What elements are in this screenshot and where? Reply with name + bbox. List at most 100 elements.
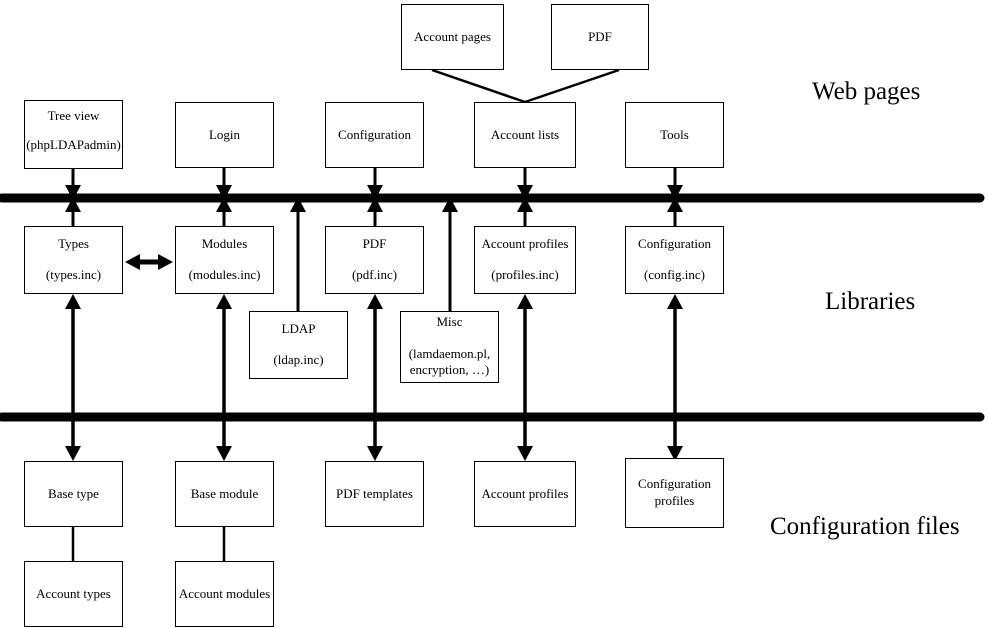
arrowhead-down [216,446,232,461]
node-label-secondary: (pdf.inc) [351,267,398,282]
connector-config-lib-up-to-bar [667,197,683,226]
arrowhead-up [65,294,81,309]
node-base-module: Base module [175,461,274,527]
node-profiles-lib: Account profiles (profiles.inc) [474,226,576,294]
arrowhead-down [517,185,533,200]
node-pdf-page: PDF [551,4,649,70]
connector-types-up-to-bar [65,197,81,226]
connector-configuration-page-down-to-bar [367,168,383,200]
arrowhead-up [667,197,683,212]
node-label-primary: PDF templates [336,485,413,501]
band-label-libraries: Libraries [825,288,916,315]
connector-account-profiles-to-profiles-lib [517,294,533,461]
node-account-modules: Account modules [175,561,274,627]
node-label-secondary: (types.inc) [45,267,102,282]
node-label-secondary: (modules.inc) [188,267,261,282]
connector-account-lists-down-to-bar [517,168,533,200]
arrowhead-up [517,294,533,309]
node-label-primary: Misc [436,314,463,330]
node-label-primary: PDF [362,236,387,252]
node-configuration-page: Configuration [325,102,424,168]
arrowhead-up [442,197,458,212]
node-label-primary: Configuration [638,476,711,492]
arrowhead-up [65,197,81,212]
arrowhead-down [367,185,383,200]
connector-pdf-templates-to-pdf-lib [367,294,383,461]
arrowhead-down [65,446,81,461]
node-tools: Tools [625,102,724,168]
connector-tree-view-down-to-bar [65,169,81,200]
node-types-lib: Types (types.inc) [24,226,123,294]
node-account-profiles-file: Account profiles [474,461,576,527]
node-account-types: Account types [24,561,123,627]
connector-base-type-to-types [65,294,81,461]
node-pdf-templates: PDF templates [325,461,424,527]
node-label-primary: PDF [588,28,612,44]
node-tree-view: Tree view (phpLDAPadmin) [24,100,123,169]
arrowhead-down [667,185,683,200]
node-label-primary: Account lists [490,126,560,142]
connector-line [524,68,620,104]
arrowhead-up [367,197,383,212]
connector-ldap-up-to-bar [290,197,306,311]
node-label-primary: Configuration [338,126,411,142]
node-label-primary: Account types [36,585,111,601]
arrowhead-left [125,254,140,270]
connector-config-profiles-to-config-lib [667,294,683,461]
band-label-web-pages: Web pages [812,78,921,105]
node-label-primary: Base type [48,485,99,501]
node-label-secondary: (profiles.inc) [491,267,559,282]
node-label-secondary: (lamdaemon.pl,encryption, …) [408,346,491,378]
node-label-secondary: (phpLDAPadmin) [26,136,121,152]
node-label-primary: Types [58,236,89,252]
node-label-primary: Account profiles [481,485,569,501]
arrowhead-down [667,446,683,461]
connector-login-down-to-bar [216,168,232,200]
connector-profiles-up-to-bar [517,197,533,226]
node-config-lib: Configuration (config.inc) [625,226,724,294]
node-label-primary: Base module [190,485,259,501]
node-base-type: Base type [24,461,123,527]
node-misc-lib: Misc (lamdaemon.pl,encryption, …) [400,311,499,383]
arrowhead-up [667,294,683,309]
node-label-primary: Tools [660,126,689,142]
node-label-primary: Login [208,126,241,142]
arrowhead-up [216,197,232,212]
node-label-primary: Account profiles [481,236,569,252]
node-label-primary: Configuration [638,236,711,252]
node-login: Login [175,102,274,168]
connector-pdf-lib-up-to-bar [367,197,383,226]
arrowhead-up [367,294,383,309]
node-ldap-lib: LDAP (ldap.inc) [249,311,348,379]
node-label-secondary: (ldap.inc) [273,352,324,367]
arrowhead-right [158,254,173,270]
node-modules-lib: Modules (modules.inc) [175,226,274,294]
node-label-primary: LDAP [281,321,316,337]
node-account-lists: Account lists [474,102,576,168]
connector-tools-down-to-bar [667,168,683,200]
arrowhead-up [216,294,232,309]
connector-pdf-page-to-account-lists [524,68,620,104]
connector-modules-up-to-bar [216,197,232,226]
arrowhead-up [517,197,533,212]
arrowhead-down [65,185,81,200]
band-label-configuration-files: Configuration files [770,513,960,540]
connector-base-module-to-modules [216,294,232,461]
connector-types-modules-bidirectional [125,254,173,270]
arrowhead-down [216,185,232,200]
node-label-primary: Tree view [47,108,100,123]
arrowhead-up [290,197,306,212]
node-label-primary: Account modules [178,585,271,601]
node-label-primary: Modules [201,236,248,252]
node-account-pages: Account pages [401,4,504,70]
arrowhead-down [517,446,533,461]
connector-misc-up-to-bar [442,197,458,311]
connector-account-pages-to-account-lists [431,68,526,104]
node-label-secondary: profiles [654,493,695,508]
node-label-primary: Account pages [414,28,491,44]
node-pdf-lib: PDF (pdf.inc) [325,226,424,294]
node-label-secondary: (config.inc) [643,267,705,282]
